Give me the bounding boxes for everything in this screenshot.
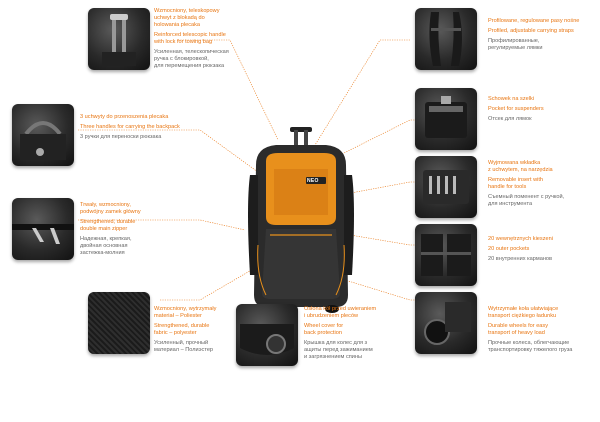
wheels-icon (415, 292, 477, 354)
caption-zipper: Trwały, wzmocniony,podwójny zamek główny… (80, 202, 141, 256)
wheel-cover-icon (236, 304, 298, 366)
shoulder-straps-icon (415, 8, 477, 70)
bag-brand-label: NEO (307, 178, 319, 184)
backpack-illustration (248, 127, 354, 313)
caption-straps: Profilowane, regulowane pasy nośne Profi… (488, 18, 580, 51)
carry-handles-icon (12, 104, 74, 166)
telescopic-handle-icon (88, 8, 150, 70)
zipper-icon (12, 198, 74, 260)
fabric-texture-icon (88, 292, 150, 354)
pockets-icon (415, 224, 477, 286)
caption-suspenders: Schowek na szelki Pocket for suspenders … (488, 96, 544, 122)
tool-insert-icon (415, 156, 477, 218)
caption-pockets: 20 wewnętrznych kieszeni 20 outer pocket… (488, 236, 553, 262)
caption-carry-handles: 3 uchwyty do przenoszenia plecaka Three … (80, 114, 180, 140)
suspender-pocket-icon (415, 88, 477, 150)
